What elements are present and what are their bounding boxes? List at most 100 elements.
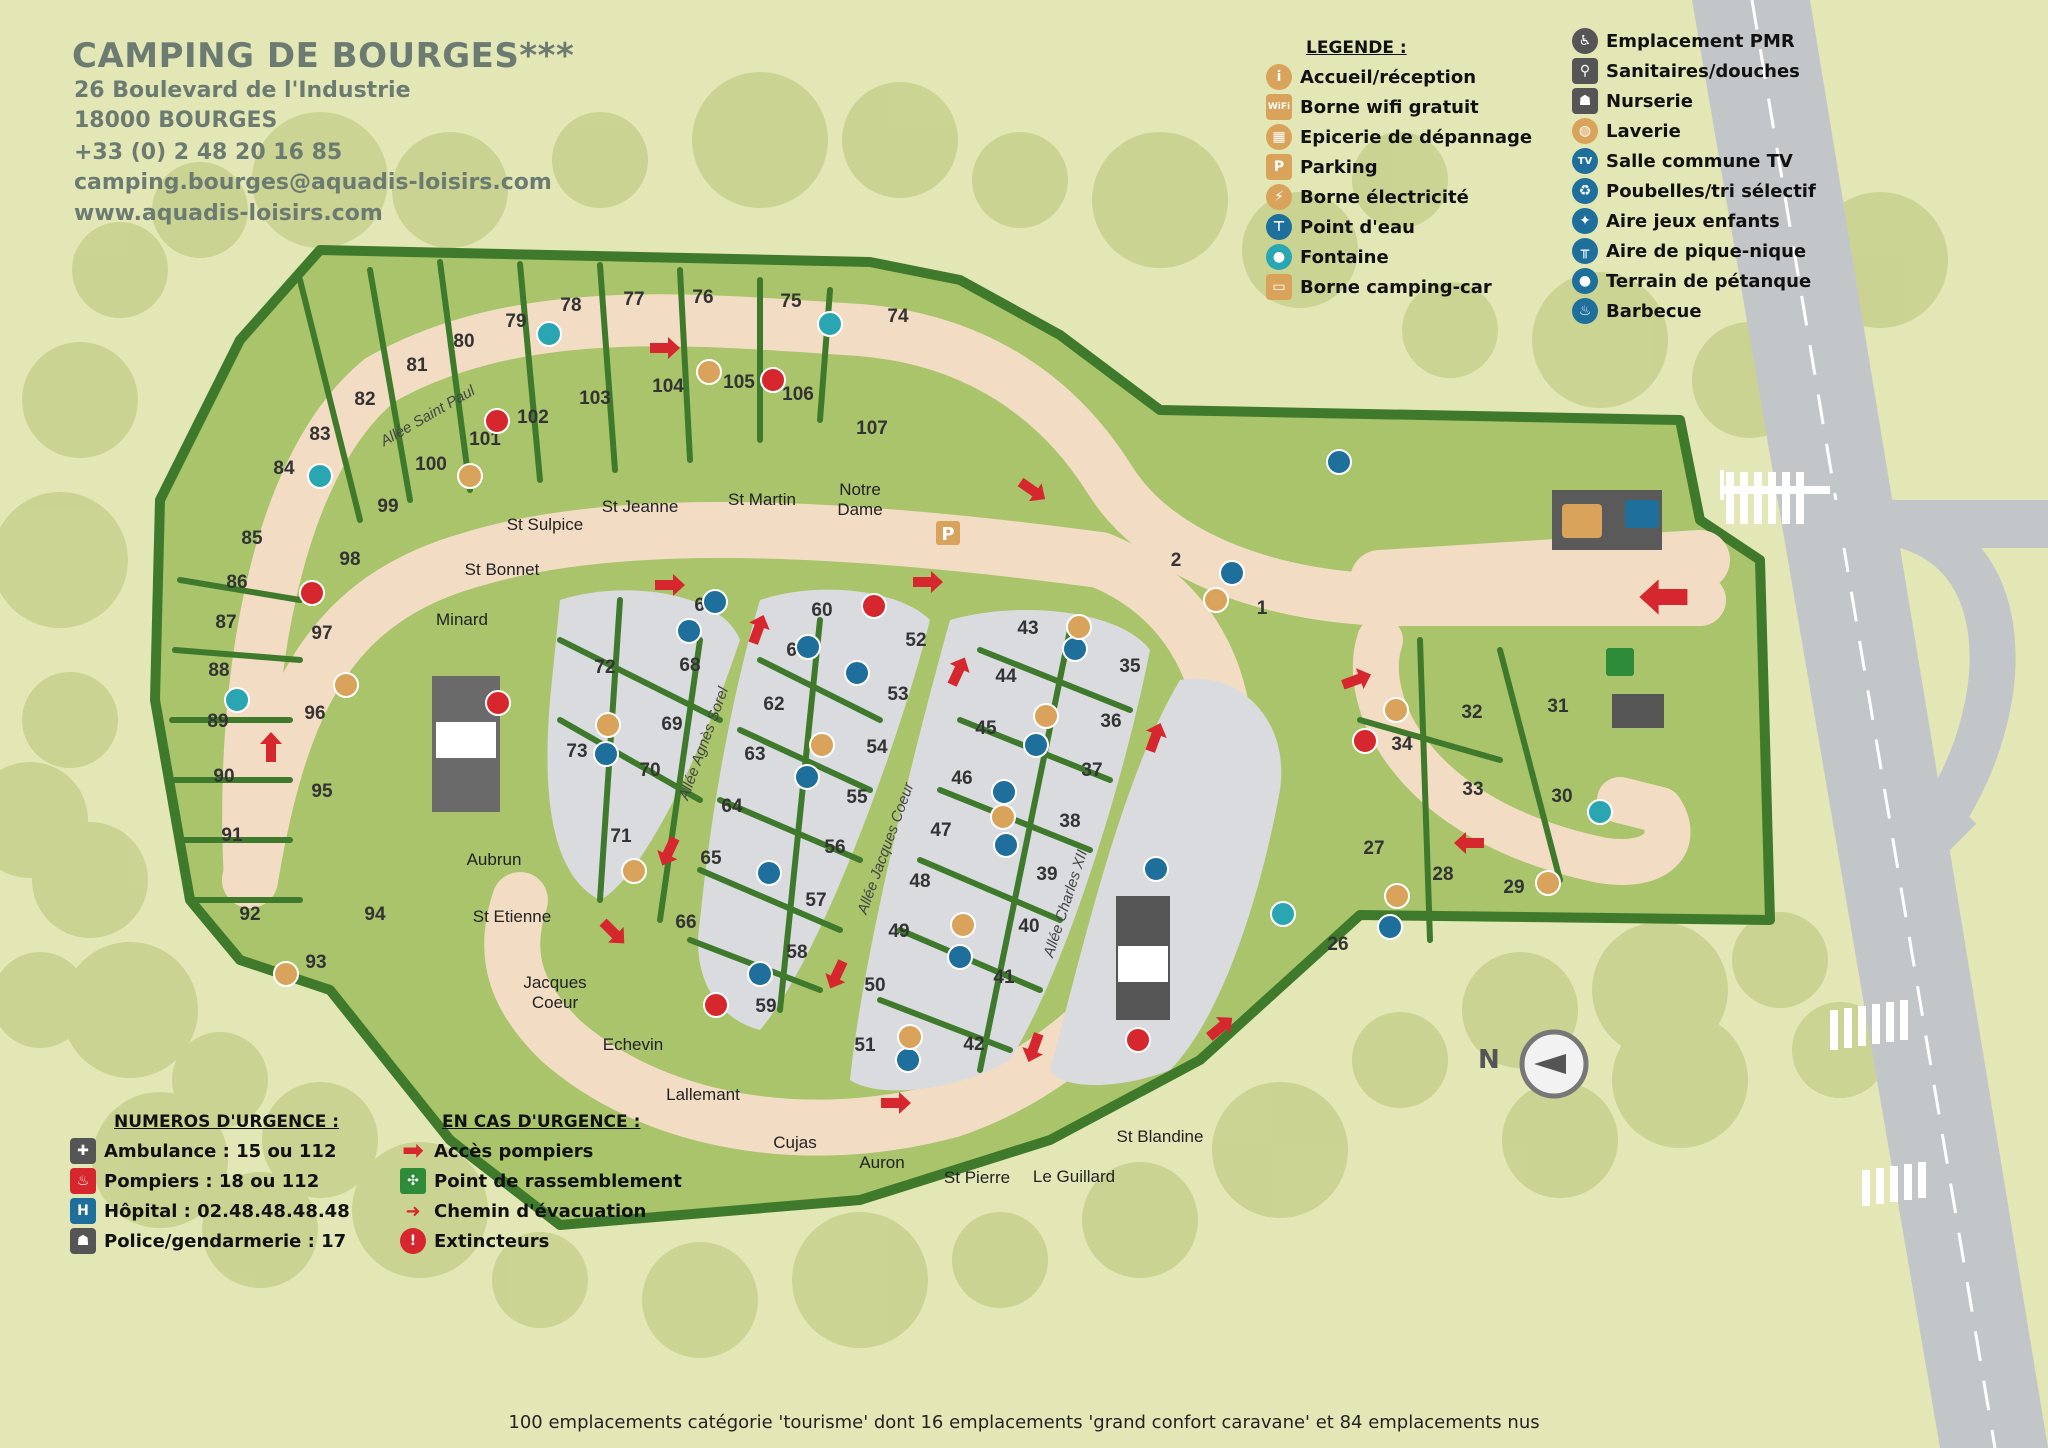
water-tap-icon: [844, 660, 870, 686]
tree: [152, 162, 248, 258]
pitch-number: 53: [887, 684, 908, 705]
pitch-number: 35: [1119, 656, 1141, 677]
water-tap-icon: [1062, 636, 1088, 662]
plug-icon: [621, 858, 647, 884]
small-red-arrow-icon: [748, 614, 770, 645]
hedge-line: [657, 637, 703, 923]
pitch-number: 96: [304, 703, 325, 724]
tree: [352, 1142, 488, 1278]
en-cas-item-extincteurs: !Extincteurs: [400, 1226, 682, 1256]
urgence-item-pompiers: ♨Pompiers : 18 ou 112: [70, 1166, 350, 1196]
water-drop-icon: [1270, 901, 1296, 927]
pitch-number: 50: [864, 975, 885, 996]
pitch-number: 37: [1081, 760, 1102, 781]
small-red-arrow-icon: [1341, 668, 1372, 690]
hedge-line: [1417, 637, 1433, 943]
legend-item-fountain: ●Fontaine: [1266, 242, 1532, 272]
extinguisher-icon: [485, 690, 511, 716]
water-tap-icon: [676, 618, 702, 644]
plug-icon: [1203, 587, 1229, 613]
pitch-number: 77: [623, 289, 644, 310]
tv-icon: TV: [1572, 148, 1598, 174]
tree: [252, 112, 388, 248]
chalet-name: Le Guillard: [1033, 1167, 1115, 1186]
water-tap-icon: [1219, 560, 1245, 586]
basket-icon: ▦: [1266, 124, 1292, 150]
address-line1: 26 Boulevard de l'Industrie: [74, 78, 411, 103]
website-link[interactable]: www.aquadis-loisirs.com: [74, 201, 383, 226]
toilets-icon: ⚲: [1572, 58, 1598, 84]
wheelchair-icon: ♿: [1572, 28, 1598, 54]
pitch-number: 38: [1059, 811, 1080, 832]
tree: [1082, 1162, 1198, 1278]
plug-icon: [273, 961, 299, 987]
pitch-number: 62: [763, 694, 784, 715]
plug-icon: [457, 463, 483, 489]
pitch-number: 56: [824, 837, 845, 858]
pitch-number: 46: [951, 768, 972, 789]
hedge-line: [777, 617, 823, 1013]
camper-icon: ▭: [1266, 274, 1292, 300]
plug-icon: [1066, 614, 1092, 640]
chalet-name: St Jeanne: [602, 497, 679, 516]
pitch-number: 69: [661, 714, 682, 735]
nursery-icon: ☗: [1572, 88, 1598, 114]
extinguisher-icon: [484, 408, 510, 434]
bin-shelter: [1612, 694, 1664, 728]
tree: [842, 82, 958, 198]
tree: [262, 1082, 378, 1198]
pitch-number: 76: [692, 287, 713, 308]
legend-item-playground: ✦Aire jeux enfants: [1572, 206, 1816, 236]
extinguisher-icon: [1125, 1027, 1151, 1053]
legend-item-water-point: ⊤Point d'eau: [1266, 212, 1532, 242]
hedge-line: [677, 267, 693, 463]
water-tap-icon: ⊤: [1266, 214, 1292, 240]
pitch-number: 40: [1018, 916, 1039, 937]
small-red-arrow-icon: [1145, 722, 1167, 753]
extinguisher-icon: [299, 580, 325, 606]
small-red-arrow-icon: ➜: [405, 1200, 421, 1222]
small-red-arrow-icon: [913, 571, 943, 593]
en-cas-item-rassemblement: ✣Point de rassemblement: [400, 1166, 682, 1196]
urgence-item-police: ☗Police/gendarmerie : 17: [70, 1226, 350, 1256]
tree: [492, 1232, 588, 1328]
water-tap-icon: [756, 860, 782, 886]
pitch-number: 49: [888, 921, 909, 942]
water-drop-icon: ●: [1266, 244, 1292, 270]
chalet-name: St Pierre: [944, 1168, 1010, 1187]
laundry-icon: ◍: [1572, 118, 1598, 144]
pitch-number: 105: [723, 372, 755, 393]
pitch-number: 57: [805, 890, 826, 911]
pitch-number: 83: [309, 424, 330, 445]
pitch-number: 82: [354, 389, 375, 410]
hedge-line: [517, 261, 543, 483]
water-tap-icon: [991, 779, 1017, 805]
pitch-number: 94: [364, 904, 386, 925]
plug-icon: ⚡: [1266, 184, 1292, 210]
email-link[interactable]: camping.bourges@aquadis-loisirs.com: [74, 170, 552, 195]
legend-item-recycle: ♻Poubelles/tri sélectif: [1572, 176, 1816, 206]
small-red-arrow-icon: [1206, 1017, 1233, 1041]
pitch-number: 102: [517, 407, 549, 428]
hedge-line: [297, 277, 363, 523]
plug-icon: [696, 359, 722, 385]
tree: [972, 132, 1068, 228]
page-title: CAMPING DE BOURGES***: [72, 36, 575, 76]
water-tap-icon: [895, 1047, 921, 1073]
pitch-number: 91: [221, 825, 243, 846]
pitch-number: 45: [975, 718, 997, 739]
chalet-name: Lallemant: [666, 1085, 740, 1104]
chalet-name: Aubrun: [467, 850, 522, 869]
chalet-name: St Bonnet: [465, 560, 540, 579]
tree: [1352, 132, 1448, 228]
plug-icon: [809, 732, 835, 758]
water-drop-icon: [1587, 799, 1613, 825]
pitch-number: 42: [963, 1034, 984, 1055]
pitch-number: 48: [909, 871, 930, 892]
hedge-line: [367, 267, 413, 503]
pitch-number: 86: [226, 572, 247, 593]
legend-item-laundry: ◍Laverie: [1572, 116, 1816, 146]
